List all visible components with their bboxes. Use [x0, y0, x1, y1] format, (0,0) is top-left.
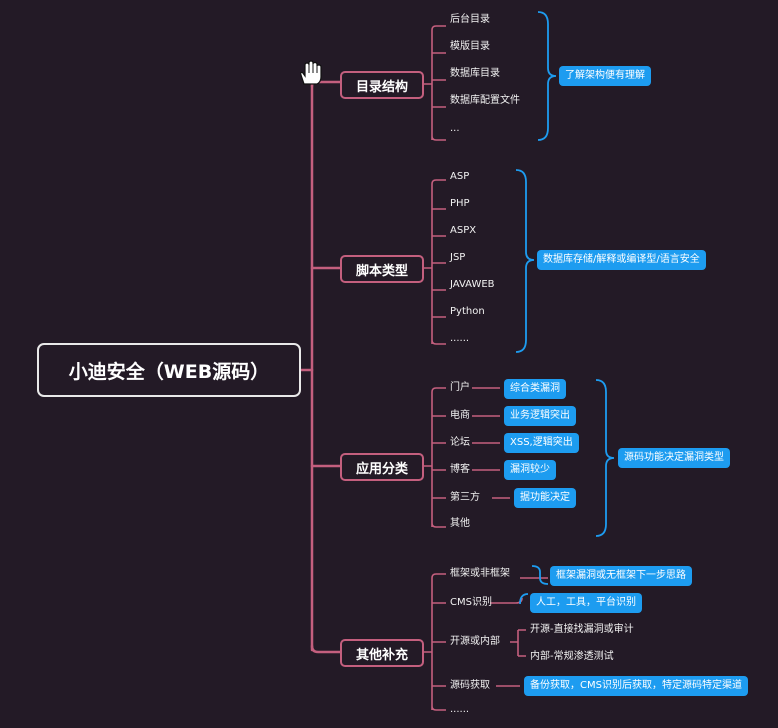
leaf-item: ASPX: [450, 225, 477, 236]
branch-label: 应用分类: [355, 461, 408, 477]
leaf-item: 开源或内部: [450, 636, 500, 647]
leaf-item: CMS识别: [450, 597, 492, 608]
summary-bubble: 数据库存储/解释或编译型/语言安全: [537, 250, 706, 270]
leaf-item: ASP: [450, 171, 470, 182]
leaf-item: ......: [450, 333, 470, 344]
leaf-item: 门户: [450, 382, 470, 393]
leaf-item: 电商: [450, 410, 470, 421]
root-node[interactable]: 小迪安全（WEB源码）: [37, 343, 301, 397]
sub-item: 内部-常规渗透测试: [530, 651, 614, 662]
branch-label: 脚本类型: [355, 263, 408, 279]
summary-bubble: 源码功能决定漏洞类型: [618, 448, 730, 468]
hand-cursor-icon: [300, 60, 322, 85]
note-bubble: 人工，工具，平台识别: [530, 593, 642, 613]
leaf-item: 数据库配置文件: [450, 95, 520, 106]
note-bubble: 业务逻辑突出: [504, 406, 576, 426]
sub-item: 开源-直接找漏洞或审计: [530, 624, 634, 635]
leaf-item: 源码获取: [450, 680, 490, 691]
note-bubble: 综合类漏洞: [504, 379, 566, 399]
branch-label: 其他补充: [355, 647, 408, 663]
note-bubble: 框架漏洞或无框架下一步思路: [550, 566, 692, 586]
note-bubble: XSS,逻辑突出: [504, 433, 579, 453]
leaf-item: JAVAWEB: [450, 279, 495, 290]
branch-other-additions[interactable]: 其他补充: [340, 639, 424, 667]
leaf-item: 后台目录: [450, 14, 490, 25]
note-bubble: 据功能决定: [514, 488, 576, 508]
note-bubble: 漏洞较少: [504, 460, 556, 480]
leaf-item: 数据库目录: [450, 68, 500, 79]
leaf-item: 其他: [450, 518, 470, 529]
branch-script-types[interactable]: 脚本类型: [340, 255, 424, 283]
leaf-item: PHP: [450, 198, 470, 209]
summary-bubble: 了解架构便有理解: [559, 66, 651, 86]
leaf-item: 第三方: [450, 492, 480, 503]
leaf-item: ...: [450, 123, 460, 134]
branch-app-categories[interactable]: 应用分类: [340, 453, 424, 481]
branch-directory-structure[interactable]: 目录结构: [340, 71, 424, 99]
leaf-item: Python: [450, 306, 485, 317]
trunk-branch-4: [310, 644, 342, 654]
leaf-item: JSP: [450, 252, 466, 263]
note-bubble: 备份获取，CMS识别后获取，特定源码特定渠道: [524, 676, 748, 696]
leaf-item: 博客: [450, 464, 470, 475]
leaf-item: 模版目录: [450, 41, 490, 52]
root-label: 小迪安全（WEB源码）: [68, 360, 270, 383]
leaf-item: ......: [450, 704, 470, 715]
leaf-item: 论坛: [450, 437, 470, 448]
branch-label: 目录结构: [355, 79, 408, 95]
leaf-item: 框架或非框架: [450, 568, 510, 579]
